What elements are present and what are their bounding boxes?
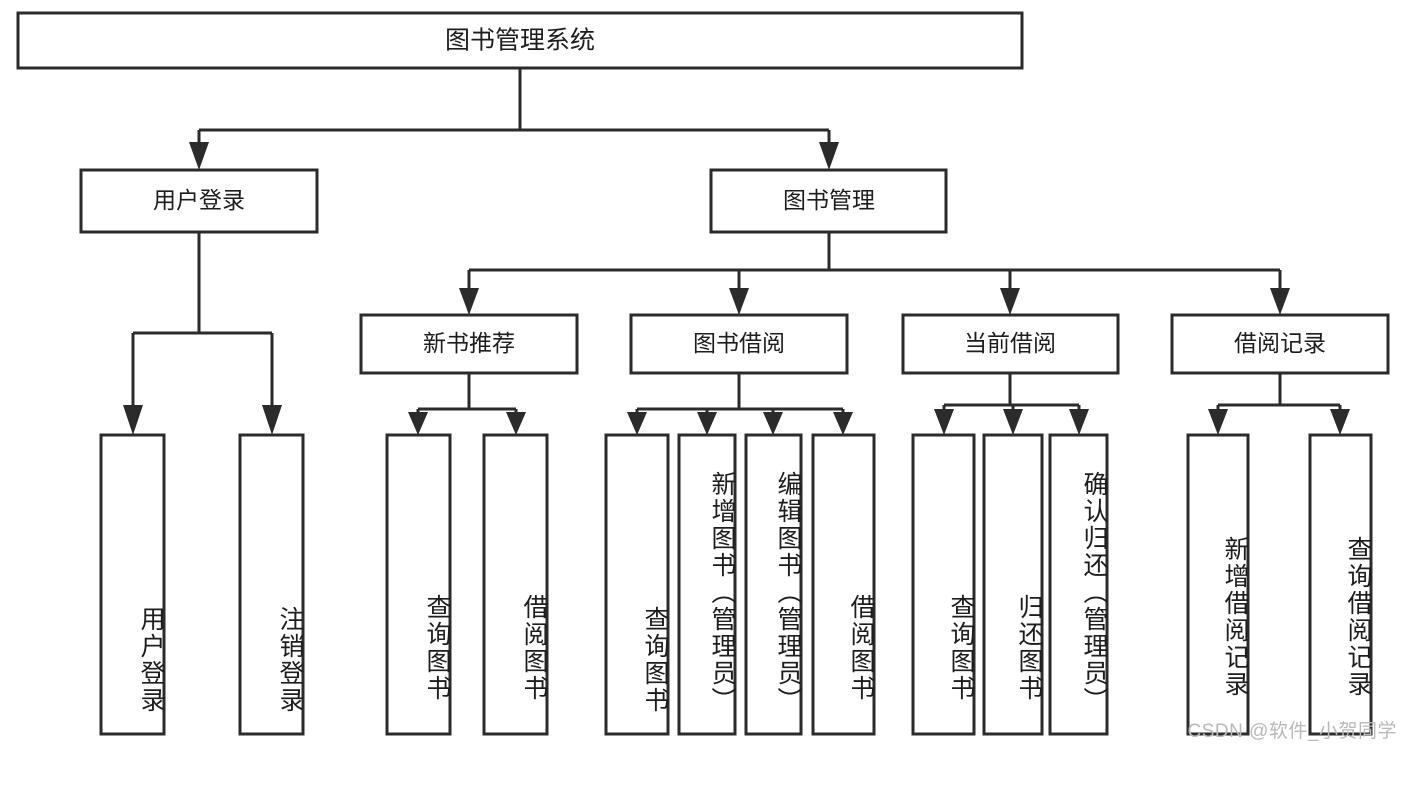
node-label-book-manage: 图书管理 <box>783 187 875 213</box>
node-label-new-book-recommend: 新书推荐 <box>423 330 515 356</box>
arrow-head-leaf-add-book <box>697 412 717 435</box>
arrow-head-leaf-query-book-3 <box>934 409 954 435</box>
flowchart-diagram: 图书管理系统 用户登录 图书管理 新书推荐 图书借阅 当前借阅 借阅记录 用户登… <box>16 11 1397 742</box>
node-boxes <box>16 11 1390 736</box>
arrow-head-leaf-edit-book <box>763 412 783 435</box>
arrow-head-borrow-record <box>1270 288 1290 315</box>
arrow-head-leaf-return-book <box>1003 409 1023 435</box>
node-box-leaf-query-book-1[interactable] <box>385 433 452 736</box>
arrow-head-leaf-add-record <box>1208 409 1228 435</box>
node-box-leaf-confirm-return[interactable] <box>1048 433 1109 736</box>
arrow-head-book-borrow <box>729 288 749 315</box>
node-box-leaf-add-book[interactable] <box>677 433 737 736</box>
node-box-leaf-borrow-book-2[interactable] <box>811 433 876 736</box>
arrow-head-leaf-borrow-book-2 <box>833 412 853 435</box>
horizontal-node-labels: 图书管理系统 用户登录 图书管理 新书推荐 图书借阅 当前借阅 借阅记录 <box>153 27 1326 356</box>
node-box-current-borrow[interactable] <box>901 313 1120 375</box>
arrow-head-book-manage <box>819 142 839 170</box>
flowchart-svg: 图书管理系统 用户登录 图书管理 新书推荐 图书借阅 当前借阅 借阅记录 <box>16 11 1390 736</box>
connectors <box>123 68 1350 435</box>
arrow-head-leaf-query-record <box>1330 409 1350 435</box>
arrow-head-leaf-query-book-2 <box>627 412 647 435</box>
node-box-new-book-recommend[interactable] <box>359 313 579 375</box>
arrow-head-current-borrow <box>1000 288 1020 315</box>
node-box-root[interactable] <box>16 11 1024 70</box>
node-label-current-borrow: 当前借阅 <box>964 330 1056 356</box>
node-label-user-login: 用户登录 <box>153 187 245 213</box>
arrow-head-leaf-borrow-book-1 <box>506 412 526 435</box>
arrow-head-leaf-logout <box>262 405 282 435</box>
arrow-head-user-login <box>189 142 209 170</box>
node-box-leaf-borrow-book-1[interactable] <box>482 433 549 736</box>
arrow-head-leaf-user-login <box>123 405 143 435</box>
node-box-leaf-edit-book[interactable] <box>744 433 803 736</box>
node-box-leaf-logout[interactable] <box>238 433 305 736</box>
node-box-user-login[interactable] <box>79 168 319 234</box>
node-box-leaf-user-login[interactable] <box>99 433 166 736</box>
csdn-watermark: CSDN @软件_小贺同学 <box>1187 721 1397 742</box>
arrow-head-new-book-recommend <box>459 288 479 315</box>
node-box-leaf-return-book[interactable] <box>982 433 1044 736</box>
arrow-head-leaf-confirm-return <box>1069 409 1089 435</box>
node-box-leaf-query-book-2[interactable] <box>604 433 670 736</box>
node-label-borrow-record: 借阅记录 <box>1234 330 1326 356</box>
node-box-leaf-query-record[interactable] <box>1308 433 1373 736</box>
node-box-leaf-add-record[interactable] <box>1186 433 1250 736</box>
node-box-leaf-query-book-3[interactable] <box>911 433 976 736</box>
node-label-book-borrow: 图书借阅 <box>693 330 785 356</box>
arrow-head-leaf-query-book-1 <box>408 412 428 435</box>
node-label-root: 图书管理系统 <box>445 27 595 55</box>
